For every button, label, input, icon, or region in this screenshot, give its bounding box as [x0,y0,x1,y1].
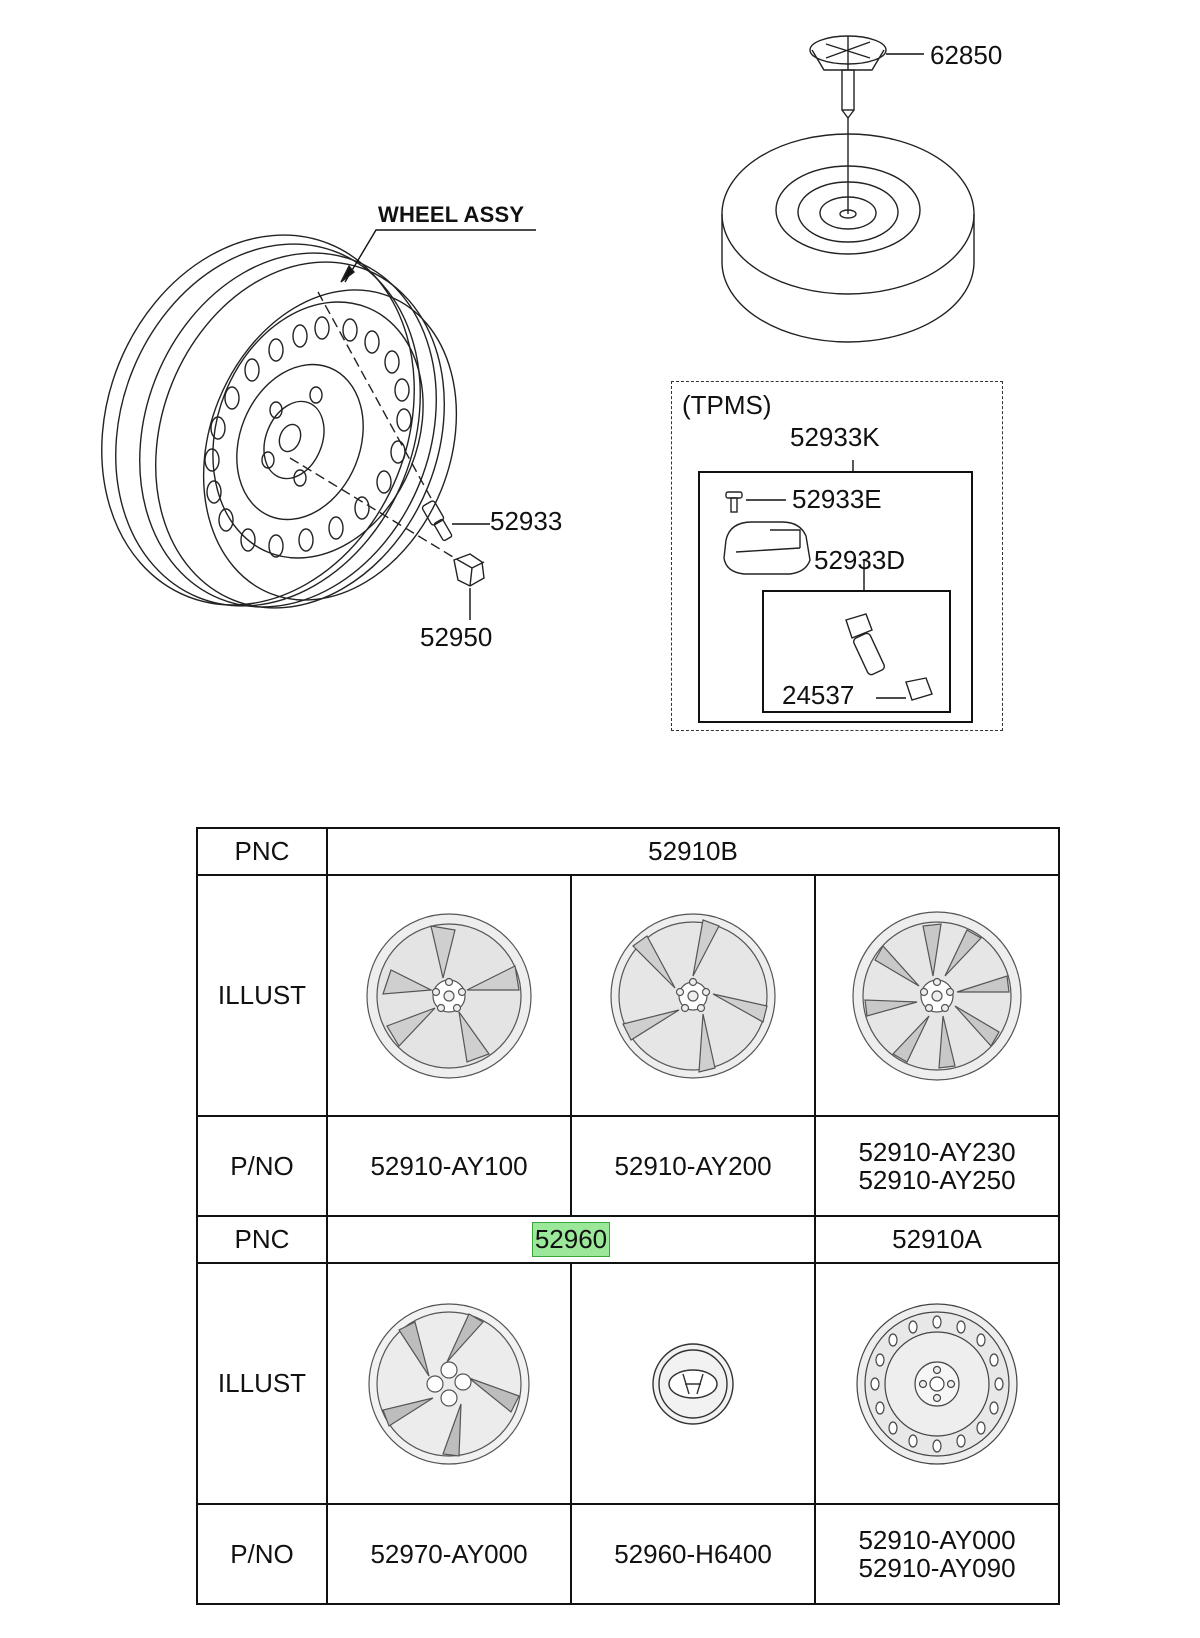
callout-52933K[interactable]: 52933K [790,422,880,452]
pno-cell-col3: 52910-AY230 52910-AY250 [813,1115,1061,1217]
exploded-view-drawing [101,35,975,701]
illust-alloy-wheel-2[interactable] [570,873,816,1118]
tpms-valve-box [762,590,951,713]
valve-stem-drawing [421,500,453,542]
steel-wheel-icon [856,1302,1018,1465]
table-row: ILLUST [196,1261,1061,1506]
wheel-assy-label: WHEEL ASSY [378,202,525,227]
callout-52933D[interactable]: 52933D [814,545,906,575]
tpms-valve-drawing [845,613,933,701]
table-row: ILLUST [196,873,1061,1118]
tpms-group-box [671,381,1003,731]
pnc-52910A[interactable]: 52910A [813,1214,1061,1264]
parts-table: PNC 52910B ILLUST [196,827,1061,1605]
table-row: PNC 52910B [196,827,1061,876]
tpms-screw-drawing [725,491,743,513]
tpms-sensor-drawing [723,521,811,575]
row-header-illust: ILLUST [196,1261,328,1506]
pno-52960-H6400[interactable]: 52960-H6400 [570,1503,816,1605]
tpms-label: (TPMS) [682,390,772,420]
pno-cell-col3: 52910-AY000 52910-AY090 [813,1503,1061,1605]
illust-wheel-cover[interactable] [326,1261,572,1506]
callout-52933[interactable]: 52933 [490,506,563,536]
row-header-pno: P/NO [196,1115,328,1217]
tpms-sensor-box [698,471,973,723]
hold-down-bolt-drawing [809,35,887,120]
pno-52910-AY200[interactable]: 52910-AY200 [570,1115,816,1217]
alloy-wheel-icon [610,912,776,1079]
parts-diagram: WHEEL ASSY 62850 52933 52950 (TPMS) 5293… [0,0,1200,800]
illust-alloy-wheel-1[interactable] [326,873,572,1118]
pno-52910-AY230[interactable]: 52910-AY230 [858,1137,1016,1168]
alloy-wheel-icon [852,910,1022,1081]
row-header-pno: P/NO [196,1503,328,1605]
pnc-52910B[interactable]: 52910B [325,827,1061,876]
callout-52933E[interactable]: 52933E [792,484,882,514]
steel-wheel-drawing [101,234,458,609]
table-row: P/NO 52970-AY000 52960-H6400 52910-AY000… [196,1503,1061,1605]
illust-hub-cap[interactable] [570,1261,816,1506]
pnc-cell-52960: 52960 [326,1214,816,1264]
pno-52910-AY090[interactable]: 52910-AY090 [858,1553,1016,1584]
hub-cap-logo-icon [652,1342,734,1425]
callout-62850[interactable]: 62850 [930,40,1003,70]
row-header-pnc: PNC [196,1214,328,1264]
pno-52970-AY000[interactable]: 52970-AY000 [326,1503,572,1605]
pno-52910-AY250[interactable]: 52910-AY250 [858,1165,1016,1196]
pno-52910-AY000[interactable]: 52910-AY000 [858,1525,1016,1556]
callout-24537[interactable]: 24537 [782,680,855,710]
wheel-cover-icon [368,1302,530,1465]
illust-steel-wheel[interactable] [813,1261,1061,1506]
lug-nut-drawing [453,553,485,587]
alloy-wheel-icon [366,912,532,1079]
wheel-vent-holes [204,316,412,558]
illust-alloy-wheel-3[interactable] [813,873,1061,1118]
row-header-illust: ILLUST [196,873,328,1118]
callout-52950[interactable]: 52950 [420,622,493,652]
pno-52910-AY100[interactable]: 52910-AY100 [326,1115,572,1217]
table-row: PNC 52960 52910A [196,1214,1061,1264]
row-header-pnc: PNC [196,827,328,876]
table-row: P/NO 52910-AY100 52910-AY200 52910-AY230… [196,1115,1061,1217]
pnc-52960-highlighted[interactable]: 52960 [531,1221,611,1257]
